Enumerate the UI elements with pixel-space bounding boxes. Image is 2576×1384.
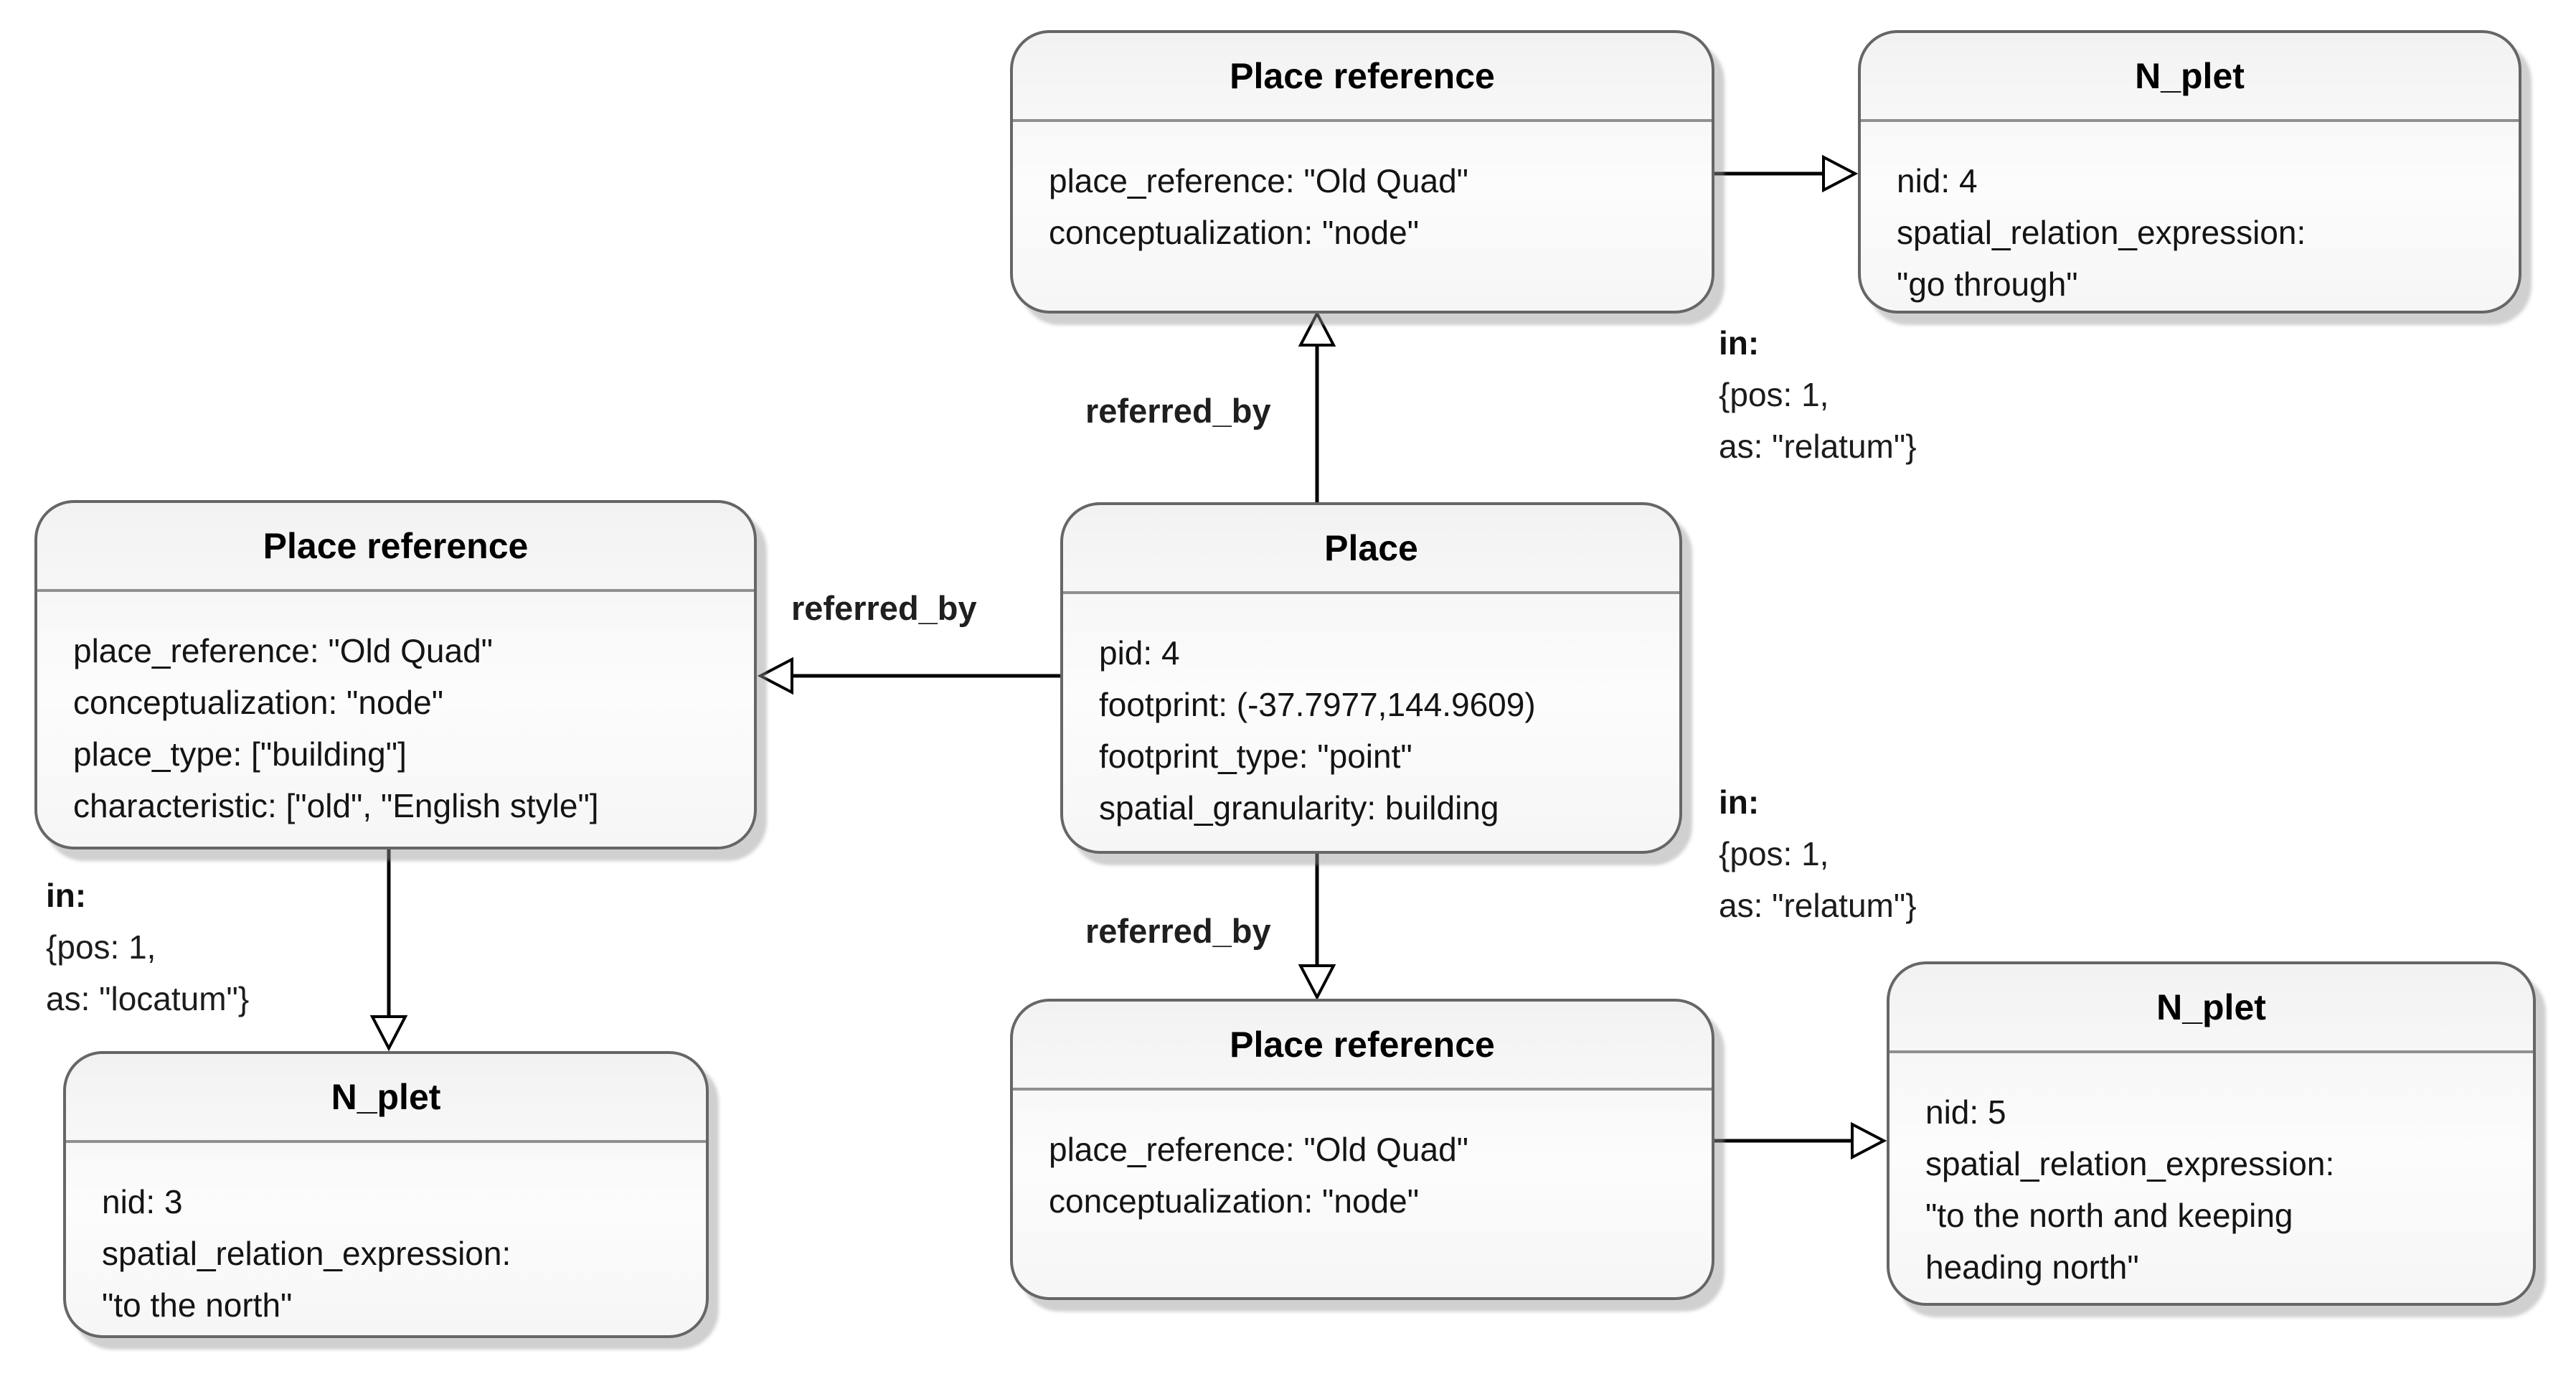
annotation-line: {pos: 1, [1719, 835, 1829, 872]
attribute-line: nid: 4 [1897, 162, 1978, 199]
node-body: nid: 3 spatial_relation_expression: "to … [66, 1143, 706, 1331]
hollow-triangle-arrowhead [369, 1015, 408, 1052]
attribute-line: place_reference: "Old Quad" [1049, 162, 1468, 199]
annotation-line: {pos: 1, [46, 928, 156, 966]
node-title: Place reference [1013, 33, 1712, 122]
attribute-line: spatial_relation_expression: [1925, 1145, 2335, 1182]
hollow-triangle-arrowhead [1298, 310, 1336, 347]
node-body: nid: 4 spatial_relation_expression: "go … [1861, 122, 2519, 310]
edge-place-to-place-reference-left [757, 656, 1062, 695]
attribute-line: place_reference: "Old Quad" [1049, 1131, 1468, 1168]
edge-label-referred-by-top: referred_by [1085, 392, 1271, 430]
attribute-line: "go through" [1897, 265, 2078, 303]
node-body: pid: 4 footprint: (-37.7977,144.9609) fo… [1063, 594, 1679, 834]
attribute-line: nid: 5 [1925, 1093, 2006, 1131]
attribute-line: footprint_type: "point" [1099, 738, 1412, 775]
node-title: Place [1063, 505, 1679, 594]
annotation-in-locatum-left: in: {pos: 1, as: "locatum"} [46, 870, 249, 1025]
annotation-line: as: "locatum"} [46, 980, 250, 1017]
node-nplet-top-right: N_plet nid: 4 spatial_relation_expressio… [1858, 30, 2521, 314]
node-title: N_plet [1861, 33, 2519, 122]
attribute-line: "to the north" [102, 1286, 293, 1324]
annotation-line: {pos: 1, [1719, 376, 1829, 413]
hollow-triangle-arrowhead [1822, 154, 1859, 193]
node-nplet-bottom-right: N_plet nid: 5 spatial_relation_expressio… [1887, 961, 2536, 1306]
hollow-triangle-arrowhead [1298, 964, 1336, 1001]
edge-place-reference-top-to-nplet [1714, 154, 1859, 193]
node-place-reference-top: Place reference place_reference: "Old Qu… [1010, 30, 1714, 314]
edge-place-to-place-reference-top [1298, 310, 1336, 504]
attribute-line: spatial_granularity: building [1099, 789, 1499, 827]
attribute-line: nid: 3 [102, 1183, 183, 1220]
node-body: place_reference: "Old Quad" conceptualiz… [1013, 1091, 1712, 1227]
node-place-reference-bottom: Place reference place_reference: "Old Qu… [1010, 999, 1714, 1300]
attribute-line: "to the north and keeping [1925, 1197, 2293, 1234]
attribute-line: characteristic: ["old", "English style"] [73, 787, 599, 824]
node-place-reference-left: Place reference place_reference: "Old Qu… [34, 500, 757, 849]
node-title: Place reference [37, 503, 754, 592]
hollow-triangle-arrowhead [1851, 1121, 1887, 1160]
attribute-line: pid: 4 [1099, 634, 1180, 672]
annotation-line: as: "relatum"} [1719, 887, 1917, 924]
edge-place-reference-bottom-to-nplet [1714, 1121, 1887, 1160]
attribute-line: spatial_relation_expression: [102, 1235, 511, 1272]
annotation-heading: in: [1719, 783, 1760, 821]
edge-place-reference-left-to-nplet [369, 849, 408, 1052]
edge-label-referred-by-left: referred_by [791, 589, 977, 627]
attribute-line: footprint: (-37.7977,144.9609) [1099, 686, 1536, 723]
edge-label-referred-by-bottom: referred_by [1085, 912, 1271, 950]
attribute-line: conceptualization: "node" [1049, 214, 1420, 251]
node-body: place_reference: "Old Quad" conceptualiz… [1013, 122, 1712, 258]
attribute-line: conceptualization: "node" [73, 684, 444, 721]
attribute-line: place_reference: "Old Quad" [73, 632, 493, 669]
attribute-line: place_type: ["building"] [73, 735, 407, 773]
node-body: place_reference: "Old Quad" conceptualiz… [37, 592, 754, 832]
node-body: nid: 5 spatial_relation_expression: "to … [1889, 1053, 2533, 1293]
node-title: Place reference [1013, 1002, 1712, 1091]
node-place: Place pid: 4 footprint: (-37.7977,144.96… [1060, 502, 1682, 854]
hollow-triangle-arrowhead [757, 656, 793, 695]
annotation-in-relatum-top: in: {pos: 1, as: "relatum"} [1719, 317, 1917, 472]
node-nplet-bottom-left: N_plet nid: 3 spatial_relation_expressio… [63, 1051, 709, 1338]
node-title: N_plet [66, 1054, 706, 1143]
node-title: N_plet [1889, 964, 2533, 1053]
attribute-line: spatial_relation_expression: [1897, 214, 2306, 251]
annotation-in-relatum-middle: in: {pos: 1, as: "relatum"} [1719, 776, 1917, 931]
edge-place-to-place-reference-bottom [1298, 854, 1336, 1001]
annotation-heading: in: [46, 877, 87, 914]
attribute-line: conceptualization: "node" [1049, 1182, 1420, 1220]
annotation-heading: in: [1719, 324, 1760, 362]
annotation-line: as: "relatum"} [1719, 428, 1917, 465]
attribute-line: heading north" [1925, 1248, 2139, 1286]
